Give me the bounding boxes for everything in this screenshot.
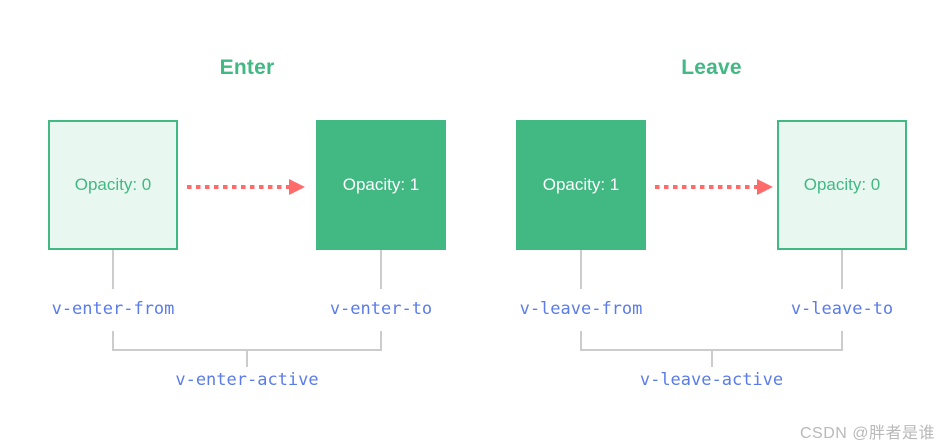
opacity-state-label: Opacity: 1 xyxy=(542,175,620,194)
active-bracket-line xyxy=(841,331,843,351)
to-class-label: v-leave-to xyxy=(790,299,894,319)
box-connector-line xyxy=(580,250,582,289)
dotted-arrow-icon xyxy=(655,179,773,195)
section-leave: Leave Opacity: 1 Opacity: 0 v-leave-from… xyxy=(516,0,907,448)
active-bracket-line xyxy=(112,331,114,351)
opacity-state-box-from: Opacity: 0 xyxy=(48,120,178,250)
active-bracket-line xyxy=(246,349,248,367)
active-class-label: v-leave-active xyxy=(639,370,784,390)
watermark-text: CSDN @胖者是谁 xyxy=(799,425,935,442)
active-bracket-line xyxy=(710,349,713,367)
dotted-arrow-icon xyxy=(187,179,305,195)
active-bracket-line xyxy=(380,331,382,351)
opacity-state-label: Opacity: 0 xyxy=(803,175,881,194)
opacity-state-label: Opacity: 1 xyxy=(342,175,420,194)
opacity-state-box-from: Opacity: 1 xyxy=(516,120,646,250)
section-title: Enter xyxy=(219,56,275,79)
section-enter: Enter Opacity: 0 Opacity: 1 v-enter-from… xyxy=(48,0,446,448)
from-class-label: v-enter-from xyxy=(51,299,175,319)
box-connector-line xyxy=(380,250,382,289)
from-class-label: v-leave-from xyxy=(519,299,643,319)
box-connector-line xyxy=(841,250,843,289)
active-bracket-line xyxy=(580,331,582,351)
box-connector-line xyxy=(112,250,114,289)
section-title: Leave xyxy=(681,56,742,79)
opacity-state-box-to: Opacity: 0 xyxy=(777,120,907,250)
to-class-label: v-enter-to xyxy=(329,299,433,319)
active-class-label: v-enter-active xyxy=(175,370,319,390)
opacity-state-box-to: Opacity: 1 xyxy=(316,120,446,250)
opacity-state-label: Opacity: 0 xyxy=(74,175,152,194)
